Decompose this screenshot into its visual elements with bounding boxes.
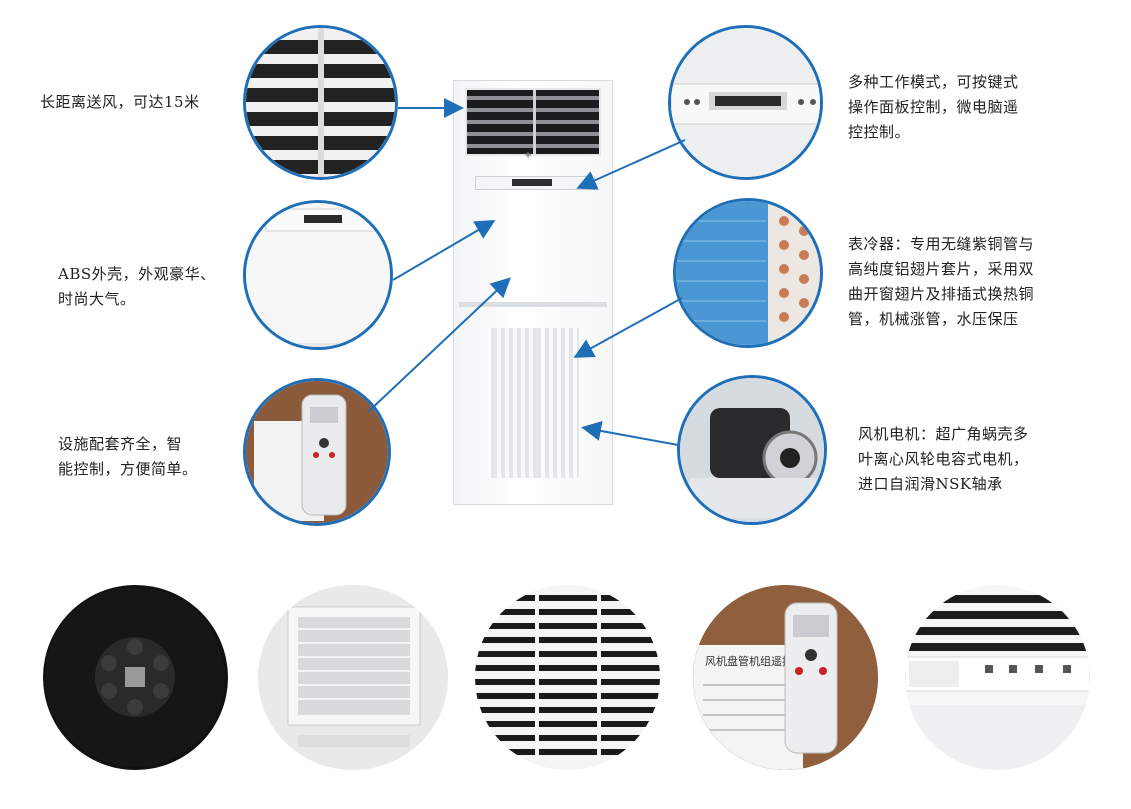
panel-divider	[459, 302, 607, 307]
shell-closeup-circle	[243, 200, 393, 350]
control-panel-strip	[475, 176, 595, 190]
top-air-vent	[465, 88, 601, 156]
centrifugal-fan-photo	[43, 585, 228, 770]
cooler-coil-closeup-circle	[673, 198, 823, 348]
vent-closeup-circle	[243, 25, 398, 180]
shell-closeup-graphic	[246, 203, 390, 347]
return-air-grille	[491, 328, 579, 478]
grille-closeup-photo	[475, 585, 660, 770]
feature-cooler: 表冷器：专用无缝紫铜管与 高纯度铝翅片套片，采用双 曲开窗翅片及排插式换热铜 管…	[848, 235, 1035, 328]
remote-manual-photo: 风机盘管机组遥控	[693, 585, 878, 770]
grille-closeup-graphic	[475, 585, 660, 770]
control-panel-closeup-circle	[668, 25, 823, 180]
control-panel-closeup-graphic	[671, 28, 820, 177]
cooler-coil-graphic	[676, 201, 820, 345]
feature-shell: ABS外壳，外观豪华、 时尚大气。	[58, 265, 216, 308]
floor-standing-ac-unit: ◈	[453, 80, 613, 505]
fan-motor-closeup-circle	[677, 375, 827, 525]
control-panel-graphic	[905, 585, 1090, 770]
centrifugal-fan-graphic	[45, 587, 225, 767]
cassette-unit-photo	[258, 585, 448, 770]
manual-title: 风机盘管机组遥控	[705, 654, 793, 668]
cassette-unit-graphic	[258, 585, 448, 770]
feature-airflow: 长距离送风，可达15米	[40, 93, 200, 111]
remote-closeup-circle	[243, 378, 391, 526]
control-panel-photo	[905, 585, 1090, 770]
feature-modes: 多种工作模式，可按键式 操作面板控制，微电脑遥 控控制。	[848, 73, 1019, 141]
feature-motor: 风机电机：超广角蜗壳多 叶离心风轮电容式电机， 进口自润滑NSK轴承	[858, 425, 1029, 493]
feature-accessories: 设施配套齐全，智 能控制，方便简单。	[58, 435, 198, 478]
remote-closeup-graphic	[246, 381, 388, 523]
remote-manual-graphic: 风机盘管机组遥控	[693, 585, 878, 770]
vent-closeup-graphic	[246, 28, 395, 177]
brand-logo: ◈	[525, 150, 532, 159]
fan-motor-graphic	[680, 378, 824, 522]
